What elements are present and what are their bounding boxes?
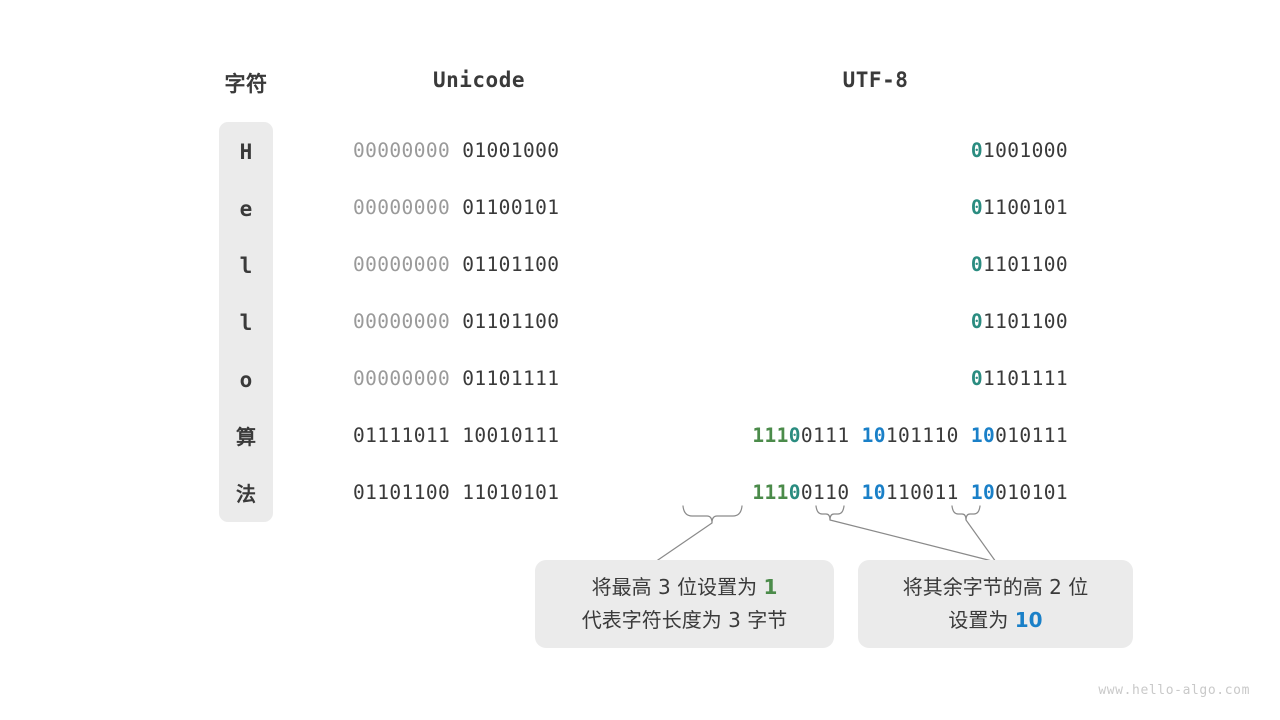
- utf8-cell: 11100110 10110011 10010101: [683, 482, 1068, 504]
- character-cell: o: [239, 368, 253, 392]
- byte-separator: [849, 424, 861, 447]
- utf8-payload-bits: 101110: [885, 424, 959, 447]
- unicode-high-byte: 01101100: [353, 481, 451, 504]
- unicode-low-byte: 10010111: [450, 424, 560, 447]
- character-cell: l: [239, 311, 253, 335]
- utf8-marker-bits: 0: [970, 310, 984, 333]
- utf8-cell: 11100111 10101110 10010111: [683, 425, 1068, 447]
- unicode-cell: 00000000 01101100: [353, 254, 559, 276]
- unicode-high-byte: 00000000: [353, 310, 451, 333]
- callout-2-line-1-text: 将其余字节的高 2 位: [902, 575, 1089, 599]
- utf8-marker-terminator-bit: 0: [788, 424, 801, 447]
- utf8-payload-bits: 110011: [885, 481, 959, 504]
- callout-1-line-2: 代表字符长度为 3 字节: [582, 604, 787, 637]
- callout-leading-bits: 将最高 3 位设置为 1 代表字符长度为 3 字节: [535, 560, 834, 648]
- utf8-marker-bits: 10: [970, 424, 996, 447]
- site-watermark: www.hello-algo.com: [1098, 683, 1250, 698]
- column-header-unicode: Unicode: [432, 68, 525, 92]
- character-cell: 算: [236, 425, 256, 449]
- character-cell: H: [239, 140, 253, 164]
- callout-continuation-bits: 将其余字节的高 2 位 设置为 10: [858, 560, 1133, 648]
- character-cell: 法: [236, 482, 256, 506]
- unicode-low-byte: 01001000: [450, 139, 560, 162]
- utf8-marker-bits: 0: [970, 139, 984, 162]
- unicode-cell: 01111011 10010111: [353, 425, 559, 447]
- unicode-low-byte: 01101100: [450, 310, 560, 333]
- utf8-cell: 01100101: [683, 197, 1068, 219]
- utf8-marker-bits: 10: [861, 481, 886, 504]
- utf8-payload-bits: 0111: [800, 424, 850, 447]
- unicode-low-byte: 01101100: [450, 253, 560, 276]
- utf8-payload-bits: 1101100: [983, 253, 1068, 276]
- unicode-low-byte: 01100101: [450, 196, 560, 219]
- unicode-high-byte: 00000000: [353, 196, 451, 219]
- character-cell: l: [239, 254, 253, 278]
- unicode-high-byte: 00000000: [353, 253, 451, 276]
- utf8-payload-bits: 1001000: [983, 139, 1068, 162]
- utf8-cell: 01101111: [683, 368, 1068, 390]
- unicode-low-byte: 01101111: [450, 367, 560, 390]
- callout-2-line-1: 将其余字节的高 2 位: [903, 571, 1088, 604]
- utf8-payload-bits: 1101111: [983, 367, 1068, 390]
- character-cell: e: [239, 197, 253, 221]
- utf8-cell: 01101100: [683, 311, 1068, 333]
- callout-2-line-2-text: 设置为: [948, 608, 1015, 632]
- utf8-payload-bits: 0110: [800, 481, 850, 504]
- utf8-marker-bits: 10: [970, 481, 996, 504]
- utf8-marker-bits: 0: [970, 253, 984, 276]
- unicode-high-byte: 00000000: [353, 367, 451, 390]
- unicode-cell: 00000000 01100101: [353, 197, 559, 219]
- utf8-payload-bits: 1101100: [983, 310, 1068, 333]
- unicode-low-byte: 11010101: [450, 481, 560, 504]
- callout-2-highlight-1: 10: [1014, 608, 1043, 632]
- callout-1-line-2-text: 代表字符长度为 3 字节: [581, 608, 788, 632]
- column-header-utf8: UTF-8: [842, 68, 909, 92]
- utf8-cell: 01101100: [683, 254, 1068, 276]
- utf8-marker-bits: 111: [752, 481, 789, 504]
- callout-1-line-1-text: 将最高 3 位设置为: [591, 575, 764, 599]
- character-column-background: [219, 122, 273, 522]
- callout-2-line-2: 设置为 10: [948, 604, 1042, 637]
- callout-1-highlight-1: 1: [763, 575, 778, 599]
- callout-1-line-1: 将最高 3 位设置为 1: [592, 571, 778, 604]
- utf8-marker-bits: 10: [861, 424, 886, 447]
- unicode-high-byte: 00000000: [353, 139, 451, 162]
- utf8-payload-bits: 010111: [995, 424, 1068, 447]
- byte-separator: [959, 424, 971, 447]
- byte-separator: [959, 481, 971, 504]
- utf8-payload-bits: 010101: [995, 481, 1068, 504]
- unicode-cell: 00000000 01001000: [353, 140, 559, 162]
- utf8-cell: 01001000: [683, 140, 1068, 162]
- utf8-marker-terminator-bit: 0: [788, 481, 801, 504]
- utf8-marker-bits: 0: [970, 367, 984, 390]
- byte-separator: [849, 481, 861, 504]
- unicode-cell: 00000000 01101100: [353, 311, 559, 333]
- utf8-marker-bits: 111: [752, 424, 789, 447]
- utf8-marker-bits: 0: [970, 196, 984, 219]
- unicode-cell: 01101100 11010101: [353, 482, 559, 504]
- unicode-cell: 00000000 01101111: [353, 368, 559, 390]
- utf8-payload-bits: 1100101: [983, 196, 1068, 219]
- column-header-character: 字符: [224, 73, 268, 96]
- unicode-high-byte: 01111011: [353, 424, 451, 447]
